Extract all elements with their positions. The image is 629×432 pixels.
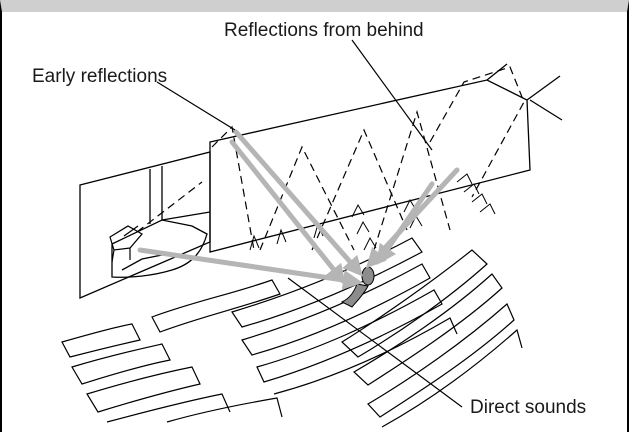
seating-left [61, 279, 283, 423]
leader-lines [156, 39, 463, 408]
stage-floor [111, 219, 208, 278]
label-direct-sounds: Direct sounds [470, 397, 587, 418]
concert-hall-illustration [61, 39, 563, 428]
reflection-paths [136, 66, 525, 251]
hall-ceiling [209, 63, 563, 253]
label-early-reflections: Early reflections [32, 66, 168, 87]
piano-icon [109, 225, 143, 263]
sound-arrows [137, 129, 460, 290]
label-reflections-from-behind: Reflections from behind [224, 20, 424, 41]
seating-center [231, 237, 458, 395]
